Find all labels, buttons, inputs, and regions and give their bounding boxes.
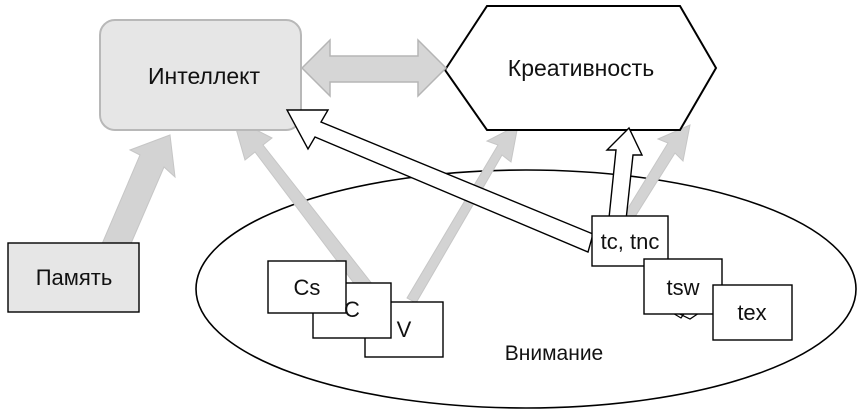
cs-box	[267, 260, 347, 314]
memory-box	[7, 242, 140, 313]
tc-tnc-box	[591, 215, 669, 267]
arrow-intellect-creativity	[300, 38, 448, 98]
attention-label: Внимание	[505, 342, 603, 365]
arrow-tc-to-creativity-gray	[621, 124, 691, 224]
tsw-label: tsw	[667, 275, 700, 300]
intellect-box	[99, 19, 302, 131]
tsw-box	[643, 258, 723, 315]
tc-tnc-label: tc, tnc	[601, 229, 660, 254]
cs-label: Cs	[294, 275, 321, 300]
arrow-v-to-creativity	[406, 124, 519, 304]
intellect-label: Интеллект	[148, 63, 260, 89]
gray-arrows	[101, 117, 691, 304]
v-label: V	[397, 317, 412, 342]
tex-box	[712, 284, 793, 341]
memory-label: Память	[36, 265, 113, 290]
tex-label: tex	[737, 300, 766, 325]
creativity-label: Креативность	[508, 55, 654, 81]
arrow-tnc-to-creativity	[605, 126, 644, 221]
attention-ellipse	[195, 169, 857, 409]
c-label: C	[344, 297, 360, 322]
creativity-hexagon	[443, 5, 718, 131]
arrow-memory-to-intellect	[101, 134, 176, 256]
arrow-tc-to-intellect	[285, 109, 594, 253]
